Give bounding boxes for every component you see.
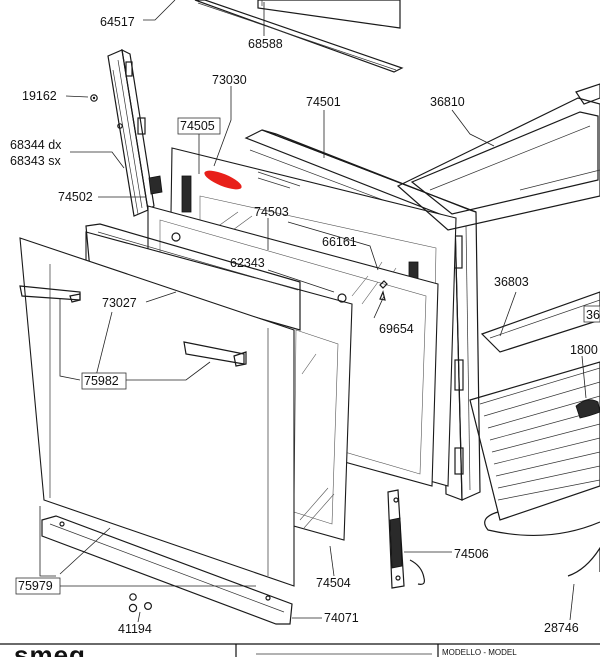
- label-74504: 74504: [316, 576, 351, 590]
- label-75979: 75979: [18, 579, 53, 593]
- label-74071: 74071: [324, 611, 359, 625]
- label-62343: 62343: [230, 256, 265, 270]
- footer-bar: [0, 643, 600, 657]
- label-74506: 74506: [454, 547, 489, 561]
- label-68588: 68588: [248, 37, 283, 51]
- label-74502: 74502: [58, 190, 93, 204]
- label-68343-sx: 68343 sx: [10, 154, 61, 168]
- label-box-74505: [177, 117, 221, 135]
- label-36803: 36803: [494, 275, 529, 289]
- label-28746: 28746: [544, 621, 579, 635]
- oven-shelf: [480, 291, 600, 353]
- label-19162: 19162: [22, 89, 57, 103]
- label-64517: 64517: [100, 15, 135, 29]
- oven-grill: [469, 355, 600, 621]
- label-36-cut: 36: [586, 308, 600, 322]
- label-74503: 74503: [254, 205, 289, 219]
- label-36810: 36810: [430, 95, 465, 109]
- label-66161: 66161: [322, 235, 357, 249]
- front-door-glass: [19, 237, 295, 587]
- label-box-75979: [15, 577, 61, 595]
- label-1800: 1800: [570, 343, 598, 357]
- label-41194: 41194: [118, 622, 152, 636]
- vent-left: [181, 175, 192, 213]
- brand-logo: smeg: [14, 640, 86, 657]
- top-strip-part: [143, 0, 404, 73]
- right-hinge: [387, 489, 452, 589]
- label-74505: 74505: [180, 119, 215, 133]
- label-73030: 73030: [212, 73, 247, 87]
- label-box-75982: [81, 372, 127, 390]
- highlight-mark: [204, 170, 242, 190]
- model-label: MODELLO - MODEL: [442, 648, 517, 657]
- label-69654: 69654: [379, 322, 414, 336]
- bottom-profile: [41, 515, 322, 625]
- label-73027: 73027: [102, 296, 137, 310]
- label-74501: 74501: [306, 95, 341, 109]
- oven-cavity: [396, 83, 600, 231]
- label-68344-dx: 68344 dx: [10, 138, 62, 152]
- label-75982: 75982: [84, 374, 119, 388]
